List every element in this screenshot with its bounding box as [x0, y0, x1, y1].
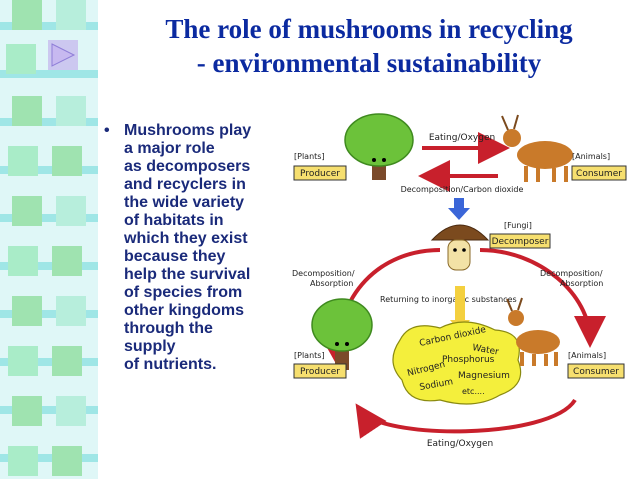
recycling-cycle-diagram: Eating/Oxygen Decomposition/Carbon dioxi… [292, 113, 627, 449]
bullet-line: supply [124, 338, 176, 355]
title-line-2: - environmental sustainability [196, 48, 542, 78]
top-tree-icon [344, 113, 414, 180]
nutrient-water: Water [471, 343, 499, 358]
top-arrow-label: Eating/Oxygen [429, 133, 495, 143]
nutrient-blob [392, 321, 522, 405]
triangle-decoration-icon [51, 43, 76, 67]
bullet-line: other kingdoms [124, 302, 245, 319]
bottom-deer-icon [506, 297, 560, 366]
plants-tag-bottom: [Plants] [294, 351, 325, 360]
bullet-line: and recyclers in [124, 176, 246, 193]
bullet-line: of nutrients. [124, 356, 217, 373]
mushroom-icon [430, 224, 490, 271]
cycle-arrow-right [479, 248, 606, 348]
down-arrow-icon [448, 198, 470, 220]
right-cycle-label-2: Absorption [560, 279, 603, 288]
consumer-label-top: Consumer [576, 169, 622, 179]
animals-tag-top: [Animals] [572, 152, 610, 161]
bullet-line: as decomposers [124, 158, 251, 175]
bottom-tree-icon [311, 298, 373, 370]
right-cycle-label-1: Decomposition/ [540, 269, 603, 278]
bullet-line: help the survival [124, 266, 251, 283]
left-cycle-label-1: Decomposition/ [292, 269, 355, 278]
nutrient-phosphorus: Phosphorus [442, 355, 495, 365]
left-cycle-label-2: Absorption [310, 279, 353, 288]
producer-label-top: Producer [300, 169, 340, 179]
bullet-dot-icon: • [104, 122, 110, 139]
animals-tag-bottom: [Animals] [568, 351, 606, 360]
consumer-box-top [571, 165, 627, 181]
bullet-text: Mushrooms play a major role as decompose… [124, 122, 294, 374]
cycle-arrow-bottom [355, 398, 577, 439]
returning-label: Returning to inorganic substances [380, 295, 517, 304]
bullet-line: of habitats in [124, 212, 224, 229]
decomposer-box [489, 233, 551, 249]
decorative-sidebar [0, 0, 98, 479]
top-deer-icon [501, 114, 573, 182]
bullet-line: through the [124, 320, 213, 337]
bullet-line: which they exist [124, 230, 248, 247]
consumer-label-bottom: Consumer [573, 367, 619, 377]
nutrient-etc: etc.... [462, 387, 485, 396]
nutrient-magnesium: Magnesium [458, 371, 510, 381]
bullet-line: the wide variety [124, 194, 245, 211]
bullet-line: because they [124, 248, 226, 265]
producer-box-top [293, 165, 347, 181]
consumer-box-bottom [567, 363, 625, 379]
title-line-1: The role of mushrooms in recycling [165, 14, 573, 44]
top-return-label: Decomposition/Carbon dioxide [401, 185, 524, 194]
fungi-tag: [Fungi] [504, 221, 532, 230]
bullet-line: Mushrooms play [124, 122, 252, 139]
bullet-line: of species from [124, 284, 243, 301]
slide-title: The role of mushrooms in recycling - env… [104, 12, 634, 80]
decomposer-label: Decomposer [492, 237, 549, 247]
plants-tag-top: [Plants] [294, 152, 325, 161]
producer-box-bottom [293, 363, 347, 379]
bottom-arrow-label: Eating/Oxygen [427, 439, 493, 449]
bullet-line: a major role [124, 140, 215, 157]
producer-label-bottom: Producer [300, 367, 340, 377]
